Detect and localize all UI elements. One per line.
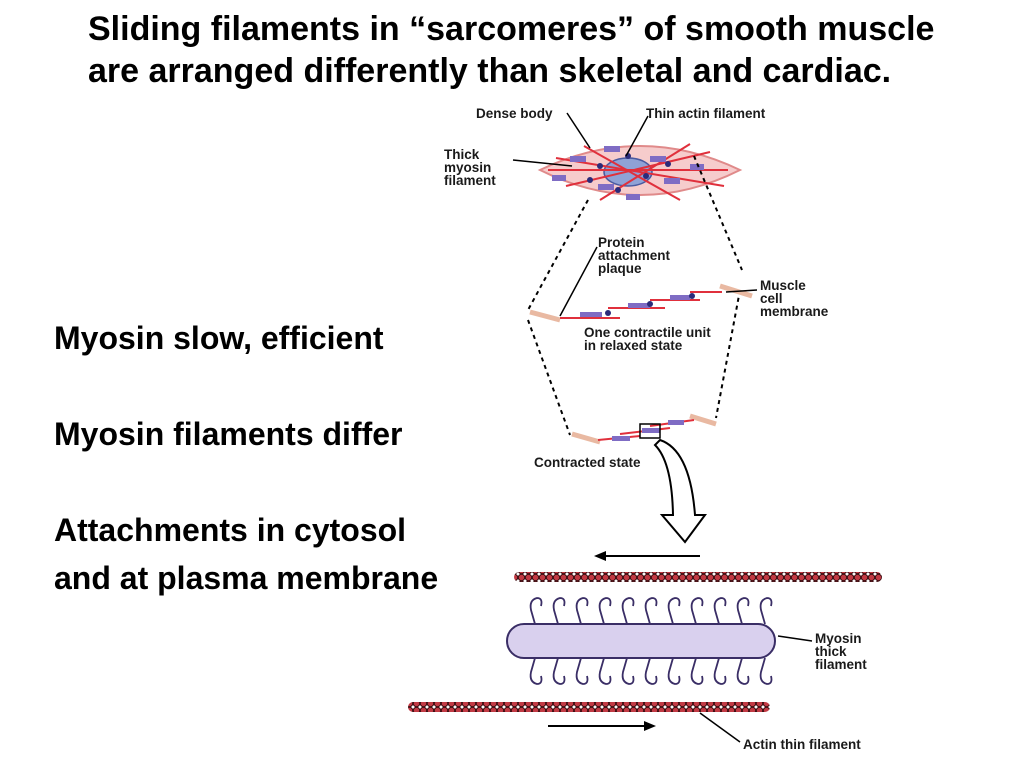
myosin-head [621, 597, 635, 625]
label-contractile-unit: One contractile unit in relaxed state [584, 325, 715, 353]
myosin-head [575, 597, 589, 625]
title-line-2: are arranged differently than skeletal a… [88, 52, 892, 90]
myosin-head [575, 657, 589, 685]
myosin-head [690, 657, 704, 685]
slide-title: Sliding filaments in “sarcomeres” of smo… [88, 8, 1024, 92]
myosin-heads-top [529, 597, 773, 625]
muscle-cell [537, 143, 743, 201]
bullet-plasma-membrane: and at plasma membrane [54, 560, 439, 596]
bullet-myosin-differ: Myosin filaments differ [54, 416, 403, 452]
myosin-head [759, 657, 773, 685]
membrane-left [529, 309, 561, 323]
direction-arrows [548, 551, 700, 731]
actin-filament-top [514, 572, 882, 582]
title-line-1: Sliding filaments in “sarcomeres” of smo… [88, 10, 935, 48]
myosin-head [759, 597, 773, 625]
myosin-head [598, 657, 612, 685]
myosin-head [621, 657, 635, 685]
cell-myosin-filaments [552, 146, 704, 200]
myosin-head [529, 597, 543, 625]
zoom-arrow-icon [653, 438, 707, 544]
contracted-unit [571, 413, 717, 445]
bottom-leader-lines [699, 635, 813, 743]
myosin-head [598, 597, 612, 625]
label-thin-actin: Thin actin filament [646, 106, 766, 121]
label-dense-body: Dense body [476, 106, 553, 121]
label-actin-thin: Actin thin filament [743, 737, 861, 752]
label-protein-plaque: Protein attachment plaque [598, 235, 674, 276]
myosin-head [736, 657, 750, 685]
myosin-head [644, 597, 658, 625]
bullet-myosin-slow: Myosin slow, efficient [54, 320, 384, 356]
myosin-head [529, 657, 543, 685]
diagram-labels: Dense body Thin actin filament Thick myo… [444, 106, 867, 752]
myosin-head [667, 597, 681, 625]
myosin-head [644, 657, 658, 685]
myosin-head [690, 597, 704, 625]
label-thick-myosin: Thick myosin filament [444, 147, 496, 188]
myosin-head [713, 657, 727, 685]
myosin-head [552, 597, 566, 625]
zoom-dashed-lines [527, 155, 743, 436]
cell-dense-bodies [587, 153, 671, 193]
bullet-attachments: Attachments in cytosol [54, 512, 407, 548]
relaxed-unit [529, 283, 753, 323]
myosin-thick-filament [506, 597, 776, 685]
myosin-head [713, 597, 727, 625]
actin-filament-bottom [408, 702, 770, 712]
plaque-leader [559, 246, 758, 317]
label-contracted-state: Contracted state [534, 455, 641, 470]
top-leader-lines [512, 112, 649, 167]
zoom-box [639, 423, 661, 439]
myosin-head [552, 657, 566, 685]
myosin-heads-bottom [529, 657, 773, 685]
myosin-head [736, 597, 750, 625]
myosin-rod [506, 623, 776, 659]
myosin-head [667, 657, 681, 685]
label-muscle-membrane: Muscle cell membrane [760, 278, 829, 319]
label-myosin-thick: Myosin thick filament [815, 631, 867, 672]
